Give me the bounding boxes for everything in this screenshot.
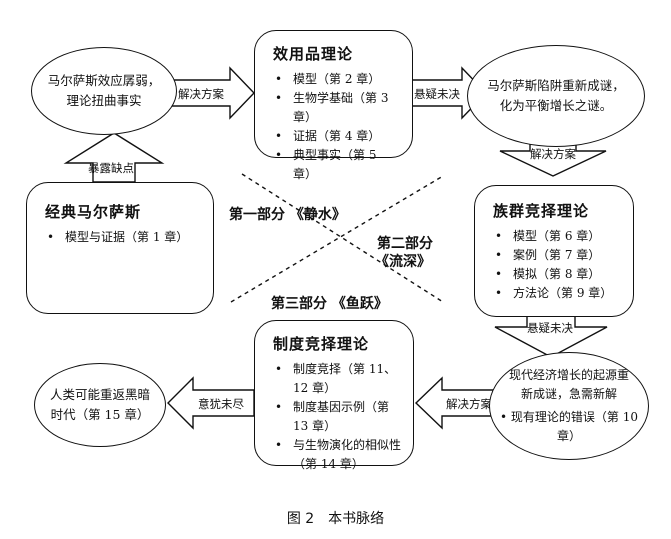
node-classic-malthus-title: 经典马尔萨斯 [45, 203, 142, 221]
node-utility-theory-title: 效用品理论 [273, 45, 354, 63]
node-dark-ages: 人类可能重返黑暗 时代（第 15 章） [34, 363, 166, 447]
node-institution-selection-item: 制度竞择（第 11、12 章） [275, 360, 403, 398]
node-modern-growth: 现代经济增长的起源重 新成谜，急需新解 • 现有理论的错误（第 10 章） [489, 352, 649, 460]
node-institution-selection-item: 制度基因示例（第 13 章） [275, 398, 403, 436]
arrow-unfinished-left [167, 376, 255, 430]
node-modern-growth-item-text: 现有理论的错误（第 10 章） [510, 410, 638, 443]
part-one-label: 第一部分 《静水》 [229, 207, 346, 223]
node-group-selection-item: 案例（第 7 章） [495, 246, 617, 265]
node-utility-theory-item: 模型（第 2 章） [275, 70, 396, 89]
node-utility-theory-item: 典型事实（第 5 章） [275, 146, 396, 184]
arrow-label-solution2: 解决方案 [530, 147, 576, 161]
node-group-selection-item: 方法论（第 9 章） [495, 284, 617, 303]
node-utility-theory: 效用品理论 模型（第 2 章） 生物学基础（第 3 章） 证据（第 4 章） 典… [254, 30, 413, 181]
node-malthus-trap: 马尔萨斯陷阱重新成谜， 化为平衡增长之谜。 [467, 45, 645, 147]
part-two-label-line2: 《流深》 [375, 254, 431, 270]
node-dark-ages-line2: 时代（第 15 章） [50, 407, 150, 422]
node-group-selection-item: 模型（第 6 章） [495, 227, 617, 246]
node-classic-malthus-item: 模型与证据（第 1 章） [47, 228, 197, 247]
node-institution-selection: 制度竞择理论 制度竞择（第 11、12 章） 制度基因示例（第 13 章） 与生… [254, 320, 414, 471]
divider-diagonal-up [230, 175, 444, 303]
node-malthus-weak-line1: 马尔萨斯效应孱弱， [47, 73, 161, 88]
node-malthus-weak: 马尔萨斯效应孱弱， 理论扭曲事实 [31, 47, 177, 135]
node-group-selection-title: 族群竞择理论 [493, 202, 590, 220]
arrow-label-solution1: 解决方案 [178, 87, 224, 101]
node-malthus-weak-line2: 理论扭曲事实 [66, 93, 142, 108]
node-modern-growth-line2: 新成谜，急需新解 [520, 387, 617, 401]
part-two-label-line1: 第二部分 [377, 236, 433, 252]
arrow-label-exposed: 暴露缺点 [88, 161, 134, 175]
figure-caption: 图 2 本书脉络 [286, 511, 385, 527]
node-institution-selection-title: 制度竞择理论 [273, 335, 370, 353]
node-malthus-trap-line2: 化为平衡增长之谜。 [499, 98, 613, 113]
node-modern-growth-line1: 现代经济增长的起源重 [508, 368, 629, 382]
arrow-unresolved2-down [494, 315, 608, 358]
arrow-solution1 [171, 66, 255, 120]
arrow-exposed-up [63, 132, 165, 183]
part-three-label: 第三部分 《鱼跃》 [271, 296, 388, 312]
node-institution-selection-item: 与生物演化的相似性（第 14 章） [275, 436, 403, 474]
arrow-label-unresolved2: 悬疑未决 [527, 321, 573, 335]
arrow-label-unresolved1: 悬疑未决 [414, 87, 460, 101]
node-dark-ages-line1: 人类可能重返黑暗 [49, 387, 150, 402]
node-group-selection-item: 模拟（第 8 章） [495, 265, 617, 284]
node-utility-theory-item: 生物学基础（第 3 章） [275, 89, 396, 127]
node-classic-malthus: 经典马尔萨斯 模型与证据（第 1 章） [26, 182, 214, 314]
node-group-selection: 族群竞择理论 模型（第 6 章） 案例（第 7 章） 模拟（第 8 章） 方法论… [474, 185, 634, 317]
node-malthus-trap-line1: 马尔萨斯陷阱重新成谜， [487, 78, 625, 93]
node-utility-theory-item: 证据（第 4 章） [275, 127, 396, 146]
arrow-label-solution3: 解决方案 [446, 397, 492, 411]
arrow-label-unfinished: 意犹未尽 [198, 397, 244, 411]
node-modern-growth-item: • 现有理论的错误（第 10 章） [500, 410, 638, 443]
